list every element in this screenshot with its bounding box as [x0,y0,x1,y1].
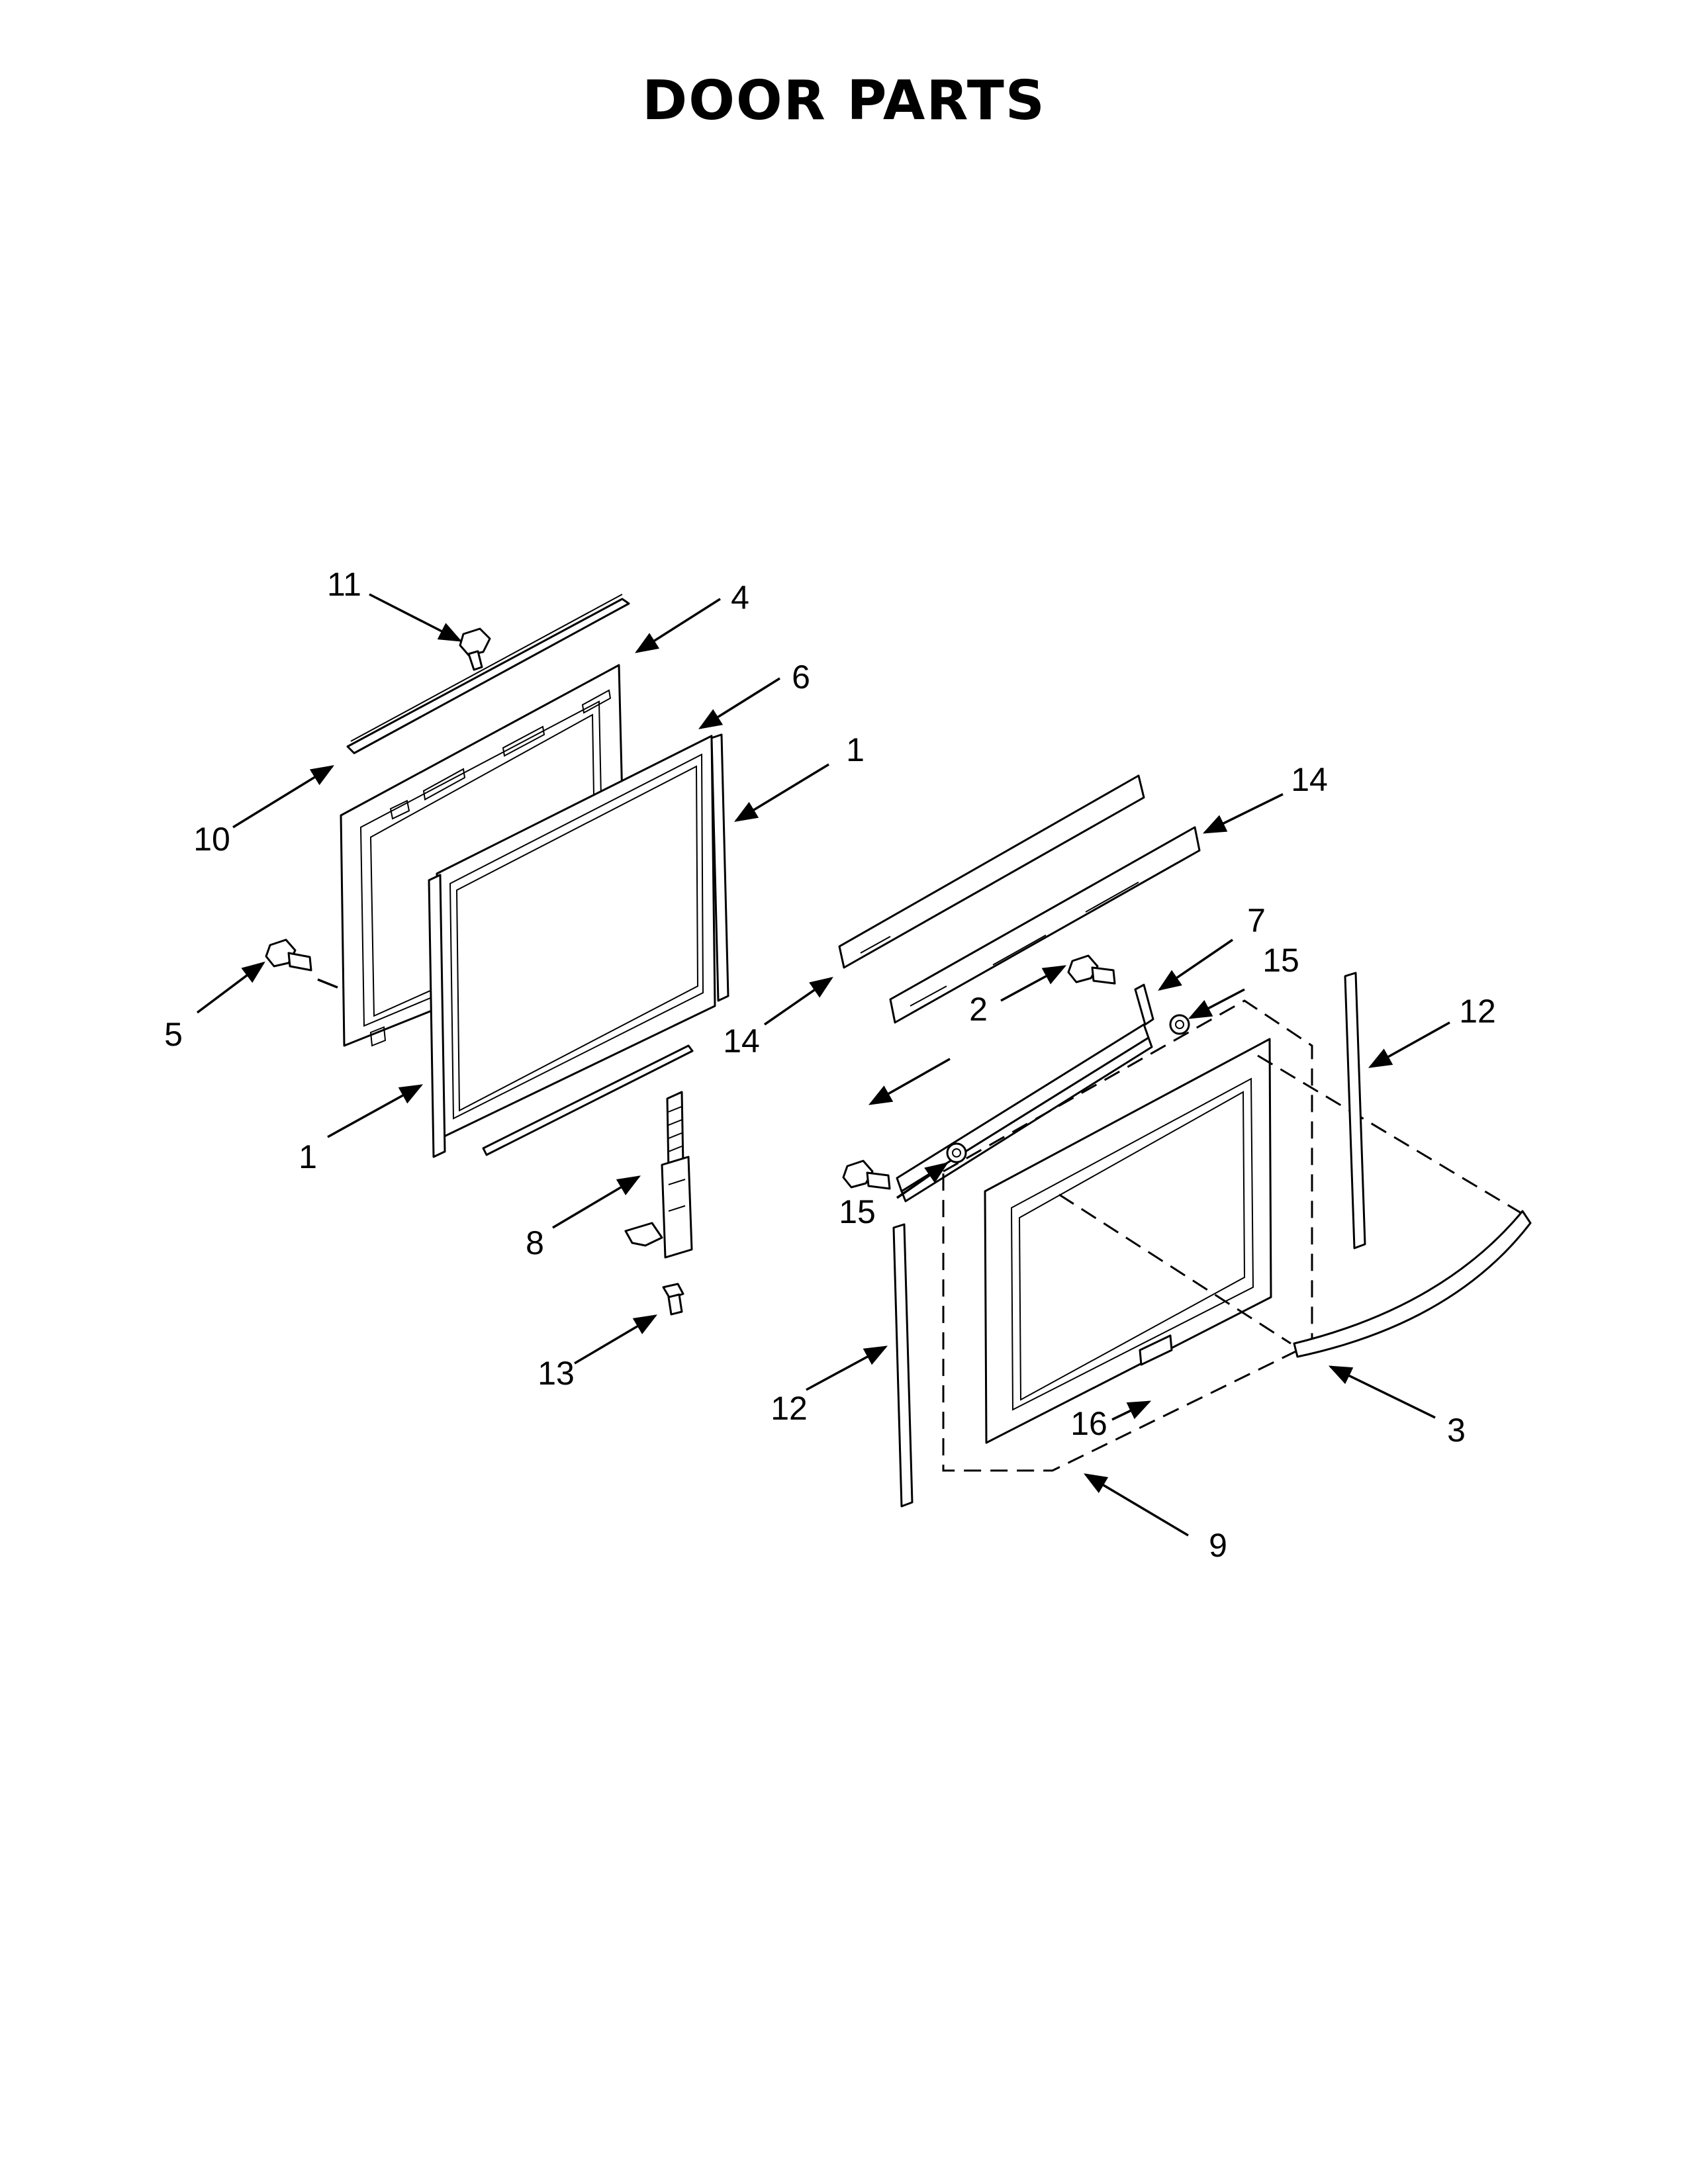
callout-15-lower: 15 [839,1193,876,1230]
page-title: DOOR PARTS [642,69,1046,132]
side-seal-lower-1 [428,874,694,1158]
side-trim-right [1344,972,1366,1250]
washer-15-upper [1169,1014,1190,1035]
callout-13: 13 [538,1355,575,1392]
door-handle [1293,1210,1532,1358]
callout-4: 4 [731,579,749,616]
callout-11: 11 [327,566,361,603]
callout-7: 7 [1247,902,1266,939]
callout-1-lower: 1 [299,1138,317,1175]
door-bracket-lower [889,826,1201,1024]
screw-5 [265,938,338,989]
screw-2-upper [1067,954,1116,985]
callout-2: 2 [969,991,988,1028]
callout-5: 5 [164,1016,183,1053]
callout-16: 16 [1070,1405,1107,1442]
callout-9: 9 [1209,1527,1227,1564]
callout-6: 6 [792,659,810,696]
callout-14-upper: 14 [1291,761,1328,798]
screw-11 [459,627,491,671]
callout-1-upper: 1 [846,731,865,768]
outer-door-panel [984,1038,1272,1444]
callout-14-lower: 14 [723,1023,760,1060]
callout-15-upper: 15 [1262,942,1299,979]
screw-13 [662,1283,684,1316]
side-seal-upper-1 [710,733,729,1002]
side-trim-left [892,1223,914,1508]
door-bracket-upper [838,774,1145,969]
callout-8: 8 [526,1224,544,1261]
callout-10: 10 [193,821,230,858]
callout-arrows [196,593,1450,1537]
callout-12-left: 12 [771,1390,808,1427]
screw-2-lower [842,1160,891,1190]
top-trim-strip [346,594,630,754]
washer-15-lower [946,1142,967,1163]
callout-12-right: 12 [1459,993,1496,1030]
callout-3: 3 [1447,1412,1466,1449]
door-hinge [624,1091,693,1259]
handle-alignment-line [1058,1054,1530,1345]
